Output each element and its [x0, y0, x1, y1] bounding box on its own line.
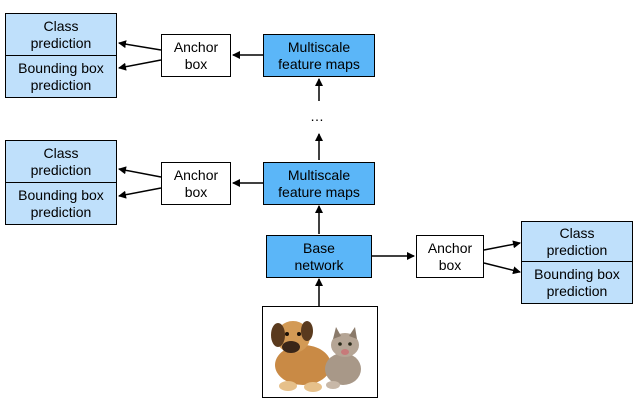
dog-and-cat-photo-icon — [271, 321, 361, 392]
base-class-prediction-box: Class prediction — [521, 221, 633, 262]
input-image — [262, 306, 378, 398]
ellipsis-text: … — [310, 108, 324, 124]
arrow-top-anchor-to-bbox — [118, 59, 162, 71]
middle-bbox-prediction-box: Bounding box prediction — [5, 182, 117, 225]
arrow-top-anchor-to-class — [118, 40, 162, 51]
arrow-middle-anchor-to-bbox — [118, 187, 162, 199]
top-bbox-prediction-box: Bounding box prediction — [5, 55, 117, 98]
base-network-box: Base network — [266, 235, 372, 278]
arrow-base-anchor-to-bbox — [483, 262, 521, 275]
arrow-base-anchor-to-class — [483, 240, 521, 251]
middle-anchor-box: Anchor box — [161, 162, 231, 205]
base-bbox-prediction-box: Bounding box prediction — [521, 261, 633, 304]
arrow-middle-anchor-to-class — [118, 166, 162, 178]
base-anchor-box: Anchor box — [416, 235, 484, 278]
middle-feature-maps-box: Multiscale feature maps — [263, 162, 375, 205]
top-feature-maps-box: Multiscale feature maps — [263, 34, 375, 77]
top-class-prediction-box: Class prediction — [5, 13, 117, 56]
middle-class-prediction-box: Class prediction — [5, 140, 117, 183]
top-anchor-box: Anchor box — [161, 34, 231, 77]
